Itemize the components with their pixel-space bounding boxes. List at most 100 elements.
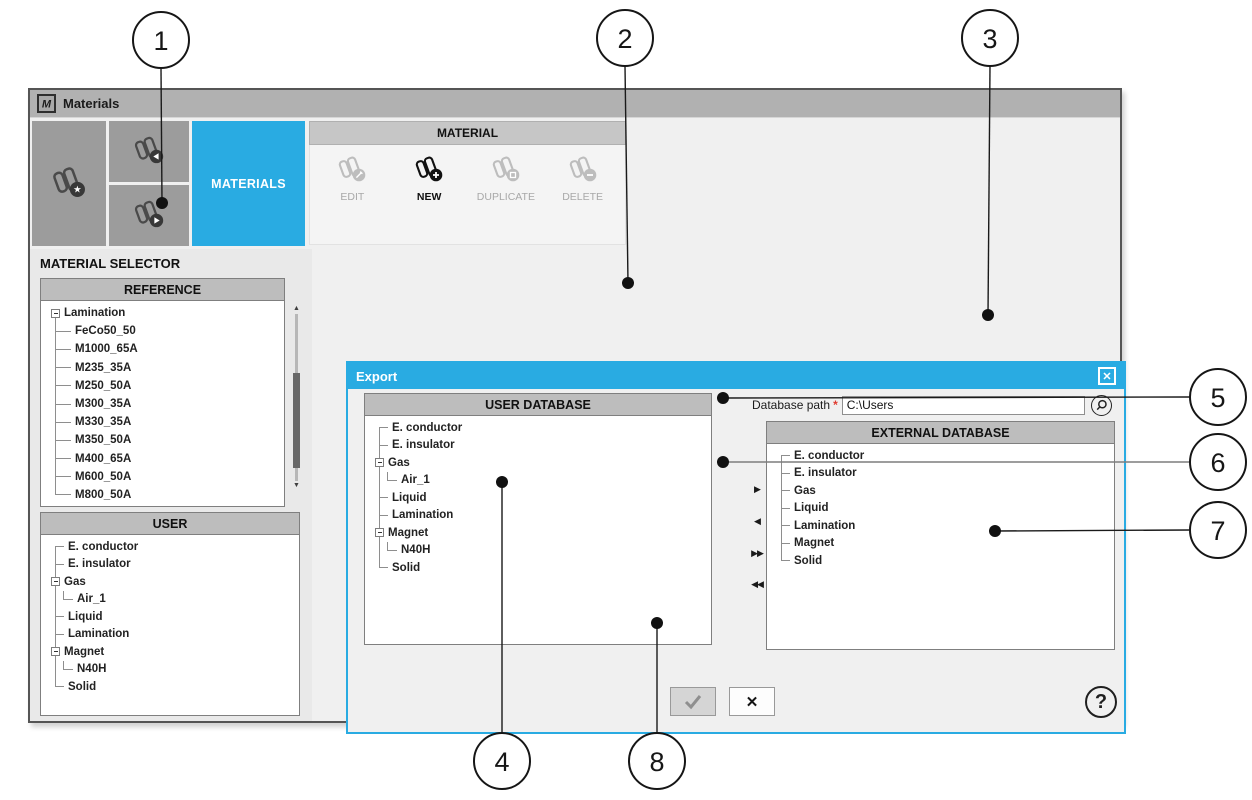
tree-tick-connector (781, 455, 790, 457)
move-left-button[interactable]: ◀ (744, 514, 770, 528)
tree-item-label: Gas (64, 575, 86, 588)
tree-item-n40h[interactable]: N40H (371, 541, 711, 560)
tree-item-n40h[interactable]: N40H (47, 660, 299, 679)
tree-item-m350-50a[interactable]: M350_50A (47, 431, 284, 449)
tree-item-label: Air_1 (401, 474, 430, 487)
tree-expander-icon[interactable] (375, 458, 384, 468)
tree-item-m330-35a[interactable]: M330_35A (47, 413, 284, 431)
tree-tick-connector (379, 444, 388, 446)
tree-item-label: M1000_65A (75, 343, 138, 356)
callout-circle-1 (132, 11, 190, 69)
callout-circle-6 (1189, 433, 1247, 491)
tree-item-e-conductor[interactable]: E. conductor (371, 419, 711, 437)
tree-tick-connector (781, 525, 790, 527)
user-database-header: USER DATABASE (365, 394, 711, 416)
tree-item-gas[interactable]: Gas (47, 573, 299, 591)
reference-scrollbar[interactable]: ▲ ▼ (290, 305, 303, 490)
tree-elbow-connector (387, 541, 397, 551)
delete-material-button[interactable]: DELETE (547, 153, 619, 203)
tree-item-liquid[interactable]: Liquid (47, 608, 299, 626)
tree-item-lamination[interactable]: Lamination (47, 304, 284, 322)
tree-item-lamination[interactable]: Lamination (773, 517, 1114, 535)
tab-materials[interactable]: MATERIALS (192, 121, 305, 246)
tree-item-magnet[interactable]: Magnet (773, 535, 1114, 553)
tree-item-label: Liquid (68, 610, 103, 623)
tree-item-m600-50a[interactable]: M600_50A (47, 468, 284, 486)
new-material-label: NEW (416, 191, 442, 203)
external-database-header: EXTERNAL DATABASE (767, 422, 1114, 444)
tree-item-feco50-50[interactable]: FeCo50_50 (47, 322, 284, 340)
browse-path-button[interactable] (1090, 394, 1112, 416)
tree-item-label: Magnet (388, 526, 429, 539)
material-export-button[interactable] (109, 185, 189, 246)
tree-item-solid[interactable]: Solid (371, 559, 711, 577)
scroll-up-icon[interactable]: ▲ (293, 305, 300, 312)
tree-item-solid[interactable]: Solid (773, 552, 1114, 570)
callout-number-2: 2 (617, 24, 632, 54)
scrollbar-thumb[interactable] (293, 373, 300, 468)
tree-elbow-connector (63, 590, 73, 600)
tree-item-magnet[interactable]: Magnet (47, 643, 299, 661)
edit-material-icon (337, 153, 367, 188)
tree-item-solid[interactable]: Solid (47, 678, 299, 696)
tree-item-liquid[interactable]: Liquid (371, 489, 711, 507)
material-ribbon-group: MATERIAL EDIT NEW (309, 121, 626, 245)
tree-item-air-1[interactable]: Air_1 (47, 590, 299, 609)
tree-item-m235-35a[interactable]: M235_35A (47, 359, 284, 377)
tree-item-m800-50a[interactable]: M800_50A (47, 486, 284, 504)
tree-item-label: E. insulator (392, 439, 455, 452)
database-path-input[interactable] (841, 395, 1085, 415)
tree-item-gas[interactable]: Gas (773, 482, 1114, 500)
tree-item-e-conductor[interactable]: E. conductor (47, 538, 299, 556)
tree-item-m300-35a[interactable]: M300_35A (47, 395, 284, 413)
tree-expander-icon[interactable] (375, 528, 384, 538)
tree-item-lamination[interactable]: Lamination (371, 507, 711, 525)
tree-item-label: Solid (794, 554, 823, 567)
duplicate-material-button[interactable]: DUPLICATE (470, 153, 542, 203)
materials-app-icon: M (37, 94, 56, 113)
tree-item-e-insulator[interactable]: E. insulator (371, 437, 711, 455)
tree-item-label: M330_35A (75, 416, 132, 429)
tree-item-magnet[interactable]: Magnet (371, 524, 711, 542)
cancel-button[interactable]: ✕ (729, 687, 775, 716)
move-all-right-button[interactable]: ▶▶ (744, 546, 770, 560)
move-all-left-button[interactable]: ◀◀ (744, 577, 770, 591)
material-import-icon (133, 133, 165, 170)
tree-item-gas[interactable]: Gas (371, 454, 711, 472)
scroll-down-icon[interactable]: ▼ (293, 482, 300, 489)
move-right-button[interactable]: ▶ (744, 482, 770, 496)
tree-expander-icon[interactable] (51, 577, 60, 587)
tree-expander-icon[interactable] (51, 308, 60, 318)
close-icon[interactable]: ✕ (1098, 367, 1116, 385)
tree-item-m400-65a[interactable]: M400_65A (47, 450, 284, 468)
edit-material-button[interactable]: EDIT (316, 153, 388, 203)
tree-item-e-insulator[interactable]: E. insulator (773, 465, 1114, 483)
tree-item-liquid[interactable]: Liquid (773, 500, 1114, 518)
material-star-button[interactable]: ★ (32, 121, 106, 246)
tree-tick-connector (55, 458, 71, 460)
tree-item-label: M350_50A (75, 434, 132, 447)
tree-item-air-1[interactable]: Air_1 (371, 471, 711, 490)
tree-tick-connector (781, 490, 790, 492)
ok-button[interactable] (670, 687, 716, 716)
material-import-button[interactable] (109, 121, 189, 182)
help-icon[interactable]: ? (1085, 686, 1117, 718)
ok-check-icon (684, 694, 702, 709)
tree-tick-connector (781, 560, 790, 562)
tree-item-label: Solid (392, 561, 421, 574)
tree-tick-connector (379, 514, 388, 516)
tree-item-label: Solid (68, 680, 97, 693)
tree-expander-icon[interactable] (51, 647, 60, 657)
tree-item-e-insulator[interactable]: E. insulator (47, 556, 299, 574)
search-icon (1096, 399, 1107, 410)
tree-item-lamination[interactable]: Lamination (47, 626, 299, 644)
tree-item-m250-50a[interactable]: M250_50A (47, 377, 284, 395)
tree-item-label: Liquid (794, 502, 829, 515)
tree-tick-connector (55, 421, 71, 423)
tree-item-e-conductor[interactable]: E. conductor (773, 447, 1114, 465)
new-material-button[interactable]: NEW (393, 153, 465, 203)
tree-item-m1000-65a[interactable]: M1000_65A (47, 340, 284, 358)
